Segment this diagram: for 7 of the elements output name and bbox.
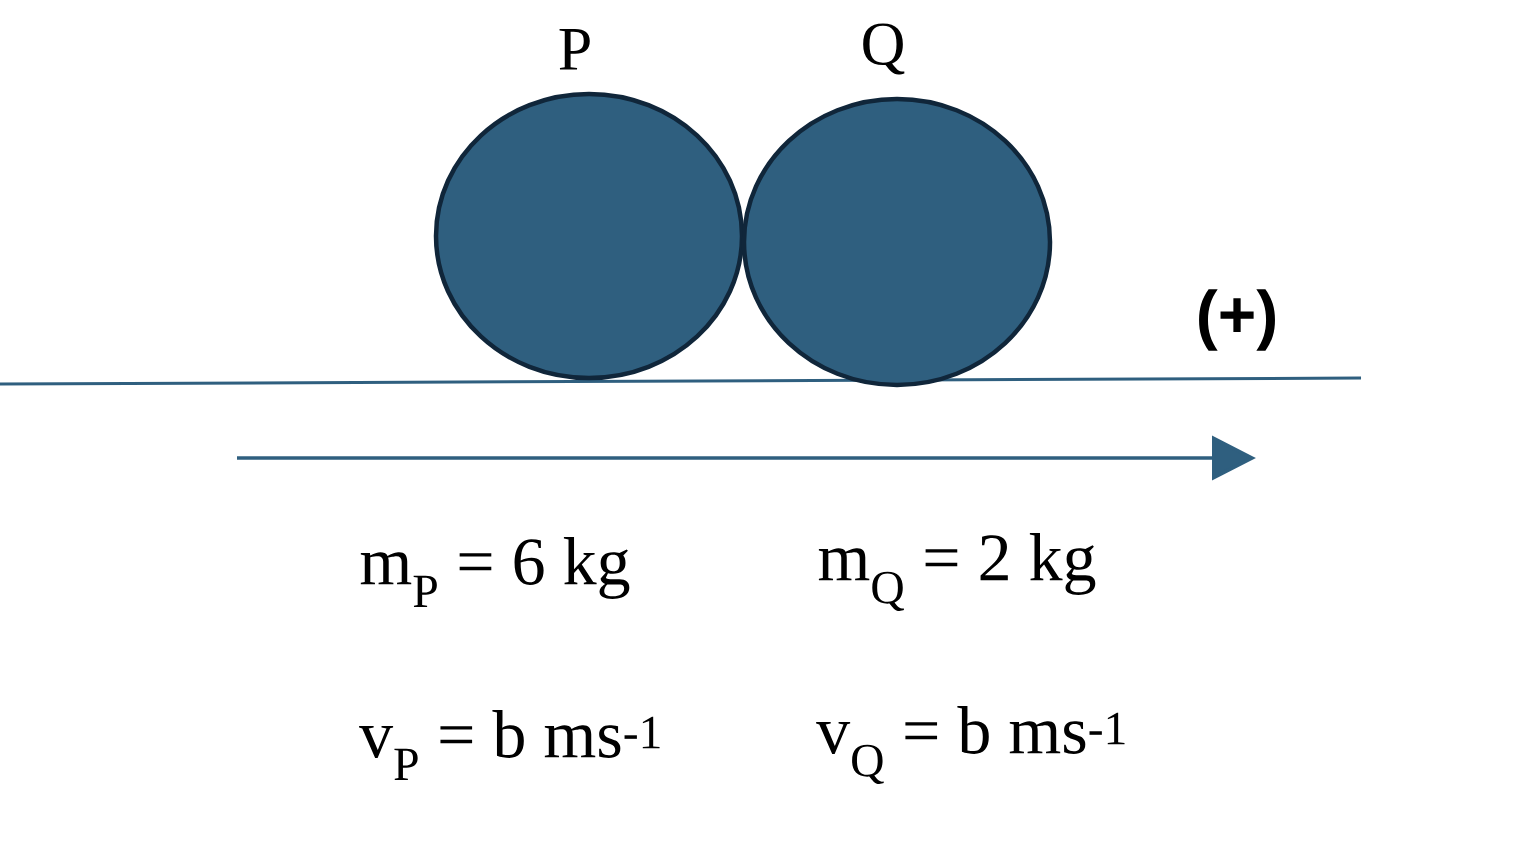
ball-label: Q: [863, 23, 905, 75]
ball-label: P: [559, 28, 590, 70]
formula-label: v$_{P}$ = b ms$^{-1}$: [359, 710, 660, 780]
formula-label: v$_{Q}$ = b ms$^{-1}$: [816, 706, 1125, 784]
formula-label: m$_{Q}$ = 2 kg: [818, 533, 1096, 611]
formula-label: m$_{P}$ = 6 kg: [360, 537, 630, 607]
direction-sign: (+): [1199, 289, 1275, 351]
